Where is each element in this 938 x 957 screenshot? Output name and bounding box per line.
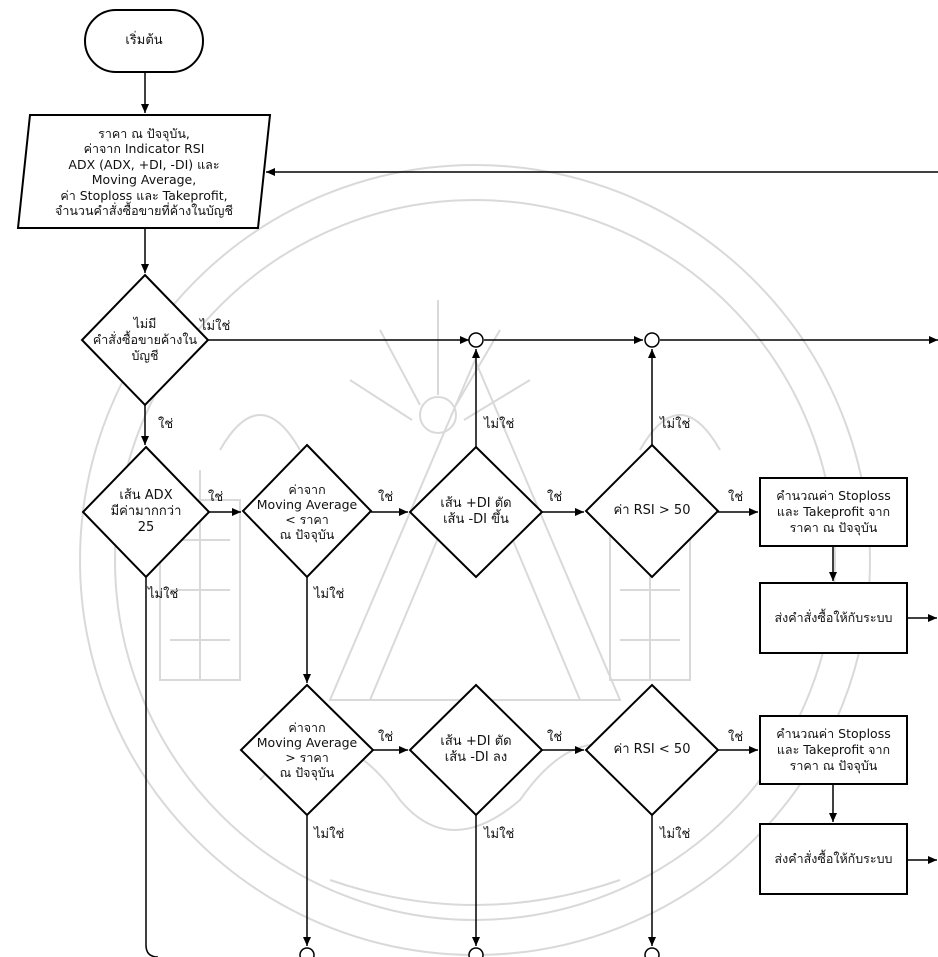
edge-label-no: ไม่ใช่ (314, 827, 345, 842)
decision-no-pending-orders-label: ไม่มี คำสั่งซื้อขายค้างใน บัญชี (92, 316, 198, 363)
edge-label-no: ไม่ใช่ (484, 827, 515, 842)
edge-label-yes: ใช่ (158, 417, 174, 432)
edge-label-yes: ใช่ (378, 730, 394, 745)
decision-di-up-label: เส้น +DI ตัด เส้น -DI ขึ้น (440, 496, 512, 527)
junction-circle (468, 332, 484, 348)
process-calc-2-label: คำนวณค่า Stoploss และ Takeprofit จาก ราค… (776, 726, 891, 773)
edge-label-yes: ใช่ (547, 490, 563, 505)
edge-label-yes: ใช่ (378, 490, 394, 505)
decision-di-down-label: เส้น +DI ตัด เส้น -DI ลง (440, 734, 512, 765)
decision-rsi-lt-label: ค่า RSI < 50 (613, 742, 691, 757)
edge-label-yes: ใช่ (728, 730, 744, 745)
junction-circle (468, 947, 484, 957)
process-send-order-1 (759, 582, 908, 654)
start-label: เริ่มต้น (125, 33, 163, 48)
junction-circle (299, 947, 315, 957)
input-parallelogram (16, 114, 272, 229)
process-send-order-2 (759, 823, 908, 895)
edge-label-no: ไม่ใช่ (200, 319, 231, 334)
junction-circle (644, 332, 660, 348)
decision-rsi-gt-50 (584, 443, 720, 579)
decision-ma-gt-label: ค่าจาก Moving Average > ราคา ณ ปัจจุบัน (256, 720, 358, 780)
process-calc-stoploss-2 (759, 715, 908, 785)
start-terminal (84, 9, 204, 73)
input-label: ราคา ณ ปัจจุบัน, ค่าจาก Indicator RSI AD… (55, 125, 233, 219)
edge-label-no: ไม่ใช่ (314, 587, 345, 602)
process-calc-stoploss-1 (759, 477, 908, 547)
junction-circle (644, 947, 660, 957)
decision-di-cross-up (408, 445, 544, 579)
edge-label-no: ไม่ใช่ (484, 417, 515, 432)
process-send-1-label: ส่งคำสั่งซื้อให้กับระบบ (774, 610, 893, 625)
edge-label-yes: ใช่ (547, 730, 563, 745)
edge-label-no: ไม่ใช่ (660, 827, 691, 842)
decision-adx-label: เส้น ADX มีค่ามากกว่า 25 (110, 488, 182, 535)
process-send-2-label: ส่งคำสั่งซื้อให้กับระบบ (774, 851, 893, 866)
edge-label-yes: ใช่ (208, 490, 224, 505)
decision-ma-lt-label: ค่าจาก Moving Average < ราคา ณ ปัจจุบัน (256, 482, 358, 542)
edge-label-no: ไม่ใช่ (660, 417, 691, 432)
edge-label-no: ไม่ใช่ (148, 587, 179, 602)
decision-rsi-gt-label: ค่า RSI > 50 (613, 503, 691, 518)
process-calc-1-label: คำนวณค่า Stoploss และ Takeprofit จาก ราค… (776, 488, 891, 535)
edge-label-yes: ใช่ (728, 490, 744, 505)
